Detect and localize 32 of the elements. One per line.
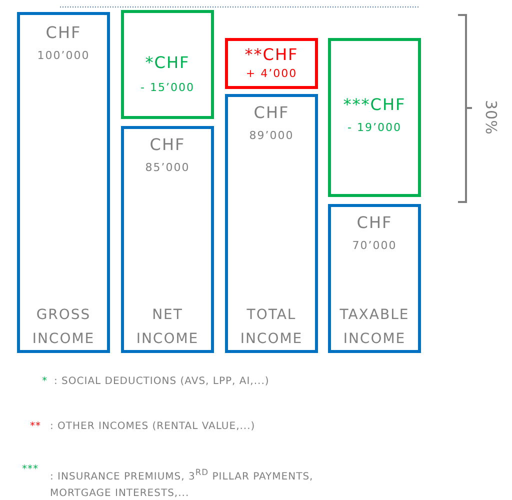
currency-label: CHF [356,213,392,232]
value-box [17,12,110,353]
percentage-label: 30% [482,100,500,135]
amount-value: 85’000 [145,161,190,174]
category-label: GROSS INCOME [31,306,96,349]
category-label: TAXABLE INCOME [338,306,410,349]
currency-label: **CHF [244,45,298,64]
footnote-mark: * [42,376,48,387]
footnote-text: : OTHER INCOMES (RENTAL VALUE,...) [50,421,256,432]
currency-label: CHF [254,103,290,122]
currency-label: *CHF [145,53,190,72]
footnote-mark: ** [30,421,41,432]
currency-label: CHF [46,23,82,42]
amount-value: 89’000 [249,129,294,142]
category-label: NET INCOME [135,306,200,349]
value-box [121,10,214,119]
footnote-text: : SOCIAL DEDUCTIONS (AVS, LPP, AI,...) [54,376,270,387]
amount-value: 100’000 [37,49,90,62]
currency-label: CHF [150,135,186,154]
amount-value: 70’000 [352,239,397,252]
currency-label: ***CHF [343,95,406,114]
amount-value: - 19’000 [348,121,402,134]
value-box [225,94,318,353]
amount-value: + 4’000 [246,67,298,80]
value-box [328,38,421,197]
value-box [225,38,318,89]
footnote-text: : INSURANCE PREMIUMS, 3$^{RD}$ PILLAR PAYMENTS, MORTGAGE INTERESTS,... [50,466,314,500]
category-label: TOTAL INCOME [239,306,304,349]
footnote-mark: *** [22,464,38,475]
value-box [328,204,421,353]
amount-value: - 15’000 [140,81,194,94]
value-box [121,126,214,353]
